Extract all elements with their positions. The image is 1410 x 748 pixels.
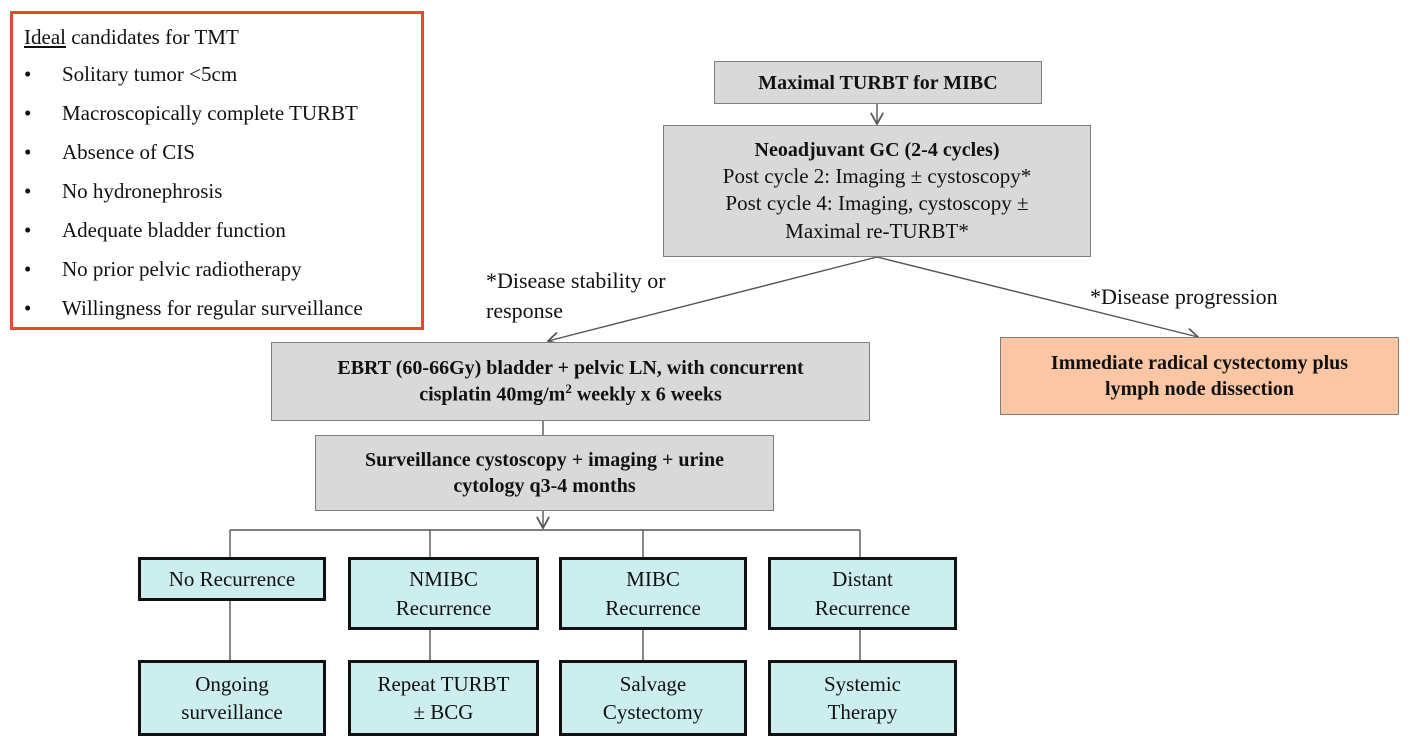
ebrt-line-2-pre: cisplatin 40mg/m xyxy=(419,383,566,406)
surveillance-box: Surveillance cystoscopy + imaging + urin… xyxy=(315,435,774,511)
action-label: ± BCG xyxy=(413,700,474,724)
criteria-item-text: Willingness for regular surveillance xyxy=(62,296,363,320)
criteria-item: • Macroscopically complete TURBT xyxy=(24,99,421,138)
criteria-item-text: Adequate bladder function xyxy=(62,218,286,242)
bullet-icon: • xyxy=(24,296,32,320)
outcome-label: Recurrence xyxy=(605,595,701,620)
bullet-icon: • xyxy=(24,218,32,242)
arrow-to-ebrt xyxy=(548,256,878,341)
criteria-title-rest: candidates for TMT xyxy=(65,25,239,49)
criteria-item: • No hydronephrosis xyxy=(24,177,421,216)
action-ongoing-surveillance: Ongoing surveillance xyxy=(138,660,326,736)
outcome-distant-recurrence: Distant Recurrence xyxy=(768,557,957,630)
surveillance-line-2: cytology q3-4 months xyxy=(453,475,636,497)
action-label: Cystectomy xyxy=(602,700,704,724)
criteria-item: • Absence of CIS xyxy=(24,138,421,177)
criteria-item-text: Solitary tumor <5cm xyxy=(62,62,238,86)
outcome-label: Recurrence xyxy=(814,595,911,620)
criteria-item: • Adequate bladder function xyxy=(24,216,421,255)
ebrt-superscript: 2 xyxy=(565,381,572,397)
criteria-item: • Solitary tumor <5cm xyxy=(24,60,421,99)
outcome-label: Distant xyxy=(832,567,893,592)
bullet-icon: • xyxy=(24,140,32,164)
action-label: surveillance xyxy=(181,700,283,724)
ideal-candidates-panel: Ideal candidates for TMT • Solitary tumor… xyxy=(10,11,424,330)
criteria-item-text: No hydronephrosis xyxy=(62,179,223,203)
action-repeat-turbt-bcg: Repeat TURBT ± BCG xyxy=(348,660,539,736)
outcome-label: Recurrence xyxy=(395,595,492,620)
criteria-item-text: Macroscopically complete TURBT xyxy=(62,101,358,125)
neoadjuvant-box: Neoadjuvant GC (2-4 cycles) Post cycle 2… xyxy=(663,125,1091,257)
action-label: Therapy xyxy=(827,700,898,724)
action-systemic-therapy: Systemic Therapy xyxy=(768,660,957,736)
outcome-mibc-recurrence: MIBC Recurrence xyxy=(559,557,747,630)
action-label: Ongoing xyxy=(195,671,269,696)
criteria-item: • Willingness for regular surveillance xyxy=(24,294,421,333)
cystectomy-line-2: lymph node dissection xyxy=(1105,378,1294,400)
neoadjuvant-line-1: Post cycle 2: Imaging ± cystoscopy* xyxy=(722,164,1032,189)
bullet-icon: • xyxy=(24,257,32,281)
turbt-box: Maximal TURBT for MIBC xyxy=(714,61,1042,104)
immediate-cystectomy-box: Immediate radical cystectomy plus lymph … xyxy=(1000,337,1399,415)
ebrt-line-1: EBRT (60-66Gy) bladder + pelvic LN, with… xyxy=(337,357,804,380)
outcome-label: MIBC xyxy=(626,567,680,592)
criteria-item: • No prior pelvic radiotherapy xyxy=(24,255,421,294)
outcome-nmibc-recurrence: NMIBC Recurrence xyxy=(348,557,539,630)
criteria-title-underlined: Ideal xyxy=(24,25,66,49)
branch-stability-line-1: *Disease stability or xyxy=(486,268,666,293)
criteria-list: • Solitary tumor <5cm • Macroscopically co… xyxy=(24,60,421,333)
bullet-icon: • xyxy=(24,62,32,86)
ebrt-box: EBRT (60-66Gy) bladder + pelvic LN, with… xyxy=(271,342,870,421)
ebrt-line-2-post: weekly x 6 weeks xyxy=(571,383,722,406)
action-label: Systemic xyxy=(824,671,901,696)
bullet-icon: • xyxy=(24,179,32,203)
arrow-to-cystectomy xyxy=(876,256,1198,337)
bullet-icon: • xyxy=(24,101,32,125)
outcome-no-recurrence: No Recurrence xyxy=(138,557,326,601)
turbt-label: Maximal TURBT for MIBC xyxy=(758,71,998,94)
neoadjuvant-title: Neoadjuvant GC (2-4 cycles) xyxy=(754,139,1000,162)
criteria-title: Ideal candidates for TMT xyxy=(24,22,421,52)
branch-label-progression: *Disease progression xyxy=(1090,284,1278,309)
branch-stability-line-2: response xyxy=(486,297,563,323)
criteria-item-text: Absence of CIS xyxy=(62,140,195,164)
neoadjuvant-line-3: Maximal re-TURBT* xyxy=(785,218,969,243)
outcome-label: No Recurrence xyxy=(168,566,296,591)
outcome-label: NMIBC xyxy=(409,567,478,592)
action-salvage-cystectomy: Salvage Cystectomy xyxy=(559,660,747,736)
ebrt-line-2: cisplatin 40mg/m2 weekly x 6 weeks xyxy=(419,381,722,408)
action-label: Repeat TURBT xyxy=(377,671,510,696)
action-label: Salvage xyxy=(619,671,687,696)
criteria-item-text: No prior pelvic radiotherapy xyxy=(62,257,302,281)
cystectomy-line-1: Immediate radical cystectomy plus xyxy=(1050,352,1349,374)
neoadjuvant-line-2: Post cycle 4: Imaging, cystoscopy ± xyxy=(725,191,1029,216)
surveillance-line-1: Surveillance cystoscopy + imaging + urin… xyxy=(365,449,724,471)
branch-label-stability: *Disease stability or response xyxy=(486,266,666,325)
